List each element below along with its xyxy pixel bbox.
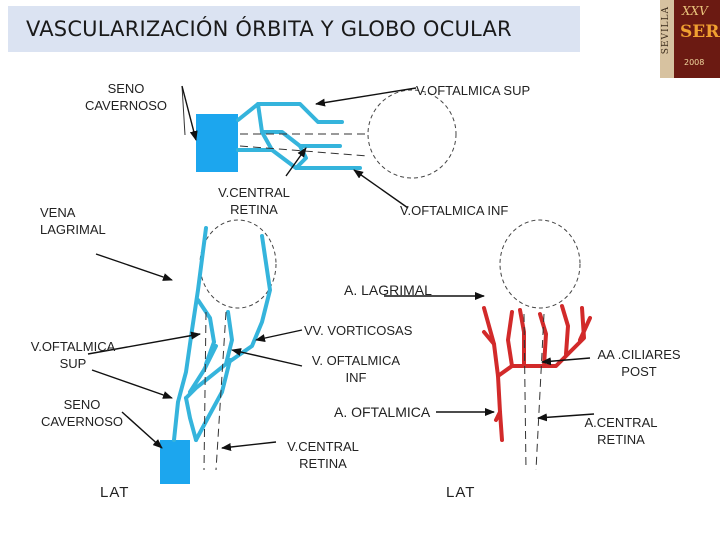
label-a-lagrimal: A. LAGRIMAL — [344, 282, 432, 298]
left-diagram — [87, 219, 303, 484]
label-lat-right: LAT — [446, 484, 476, 501]
right-diagram — [384, 219, 595, 471]
label-a-central-retina: A.CENTRAL RETINA — [584, 415, 658, 447]
label-vv-vorticosas: VV. VORTICOSAS — [304, 323, 413, 338]
logo-main-text: SERAM — [680, 22, 720, 42]
label-v-central-retina-top: V.CENTRAL RETINA — [218, 185, 290, 217]
label-seno-cavernoso-top: SENO CAVERNOSO — [84, 81, 168, 113]
label-seno-cavernoso-bottom: SENO CAVERNOSO — [40, 397, 124, 429]
right-globe — [499, 219, 581, 309]
label-v-central-retina-bottom: V.CENTRAL RETINA — [287, 439, 359, 471]
label-v-oftalmica-inf-bottom: V. OFTALMICA INF — [311, 353, 401, 385]
label-aa-ciliares-post: AA .CILIARES POST — [597, 347, 681, 379]
logo-top-text: XXV — [682, 4, 708, 18]
right-optic-nerve — [523, 313, 545, 471]
label-lat-left: LAT — [100, 484, 130, 501]
label-v-oftalmica-inf-top: V.OFTALMICA INF — [400, 203, 509, 218]
left-sinus — [160, 440, 190, 484]
right-arteries — [482, 304, 592, 442]
label-a-oftalmica: A. OFTALMICA — [334, 404, 431, 420]
top-globe — [367, 89, 457, 179]
top-diagram — [181, 85, 457, 209]
logo-year: 2008 — [684, 58, 705, 67]
page-title: VASCULARIZACIÓN ÓRBITA Y GLOBO OCULAR — [26, 17, 512, 41]
label-v-oftalmica-sup-top: V.OFTALMICA SUP — [416, 83, 531, 98]
title-bar: VASCULARIZACIÓN ÓRBITA Y GLOBO OCULAR — [8, 6, 580, 52]
top-optic-nerve — [239, 133, 369, 157]
label-v-oftalmica-sup-bottom: V.OFTALMICA SUP — [30, 339, 116, 371]
label-vena-lagrimal: VENA LAGRIMAL — [40, 205, 106, 237]
left-veins — [172, 226, 272, 442]
top-sinus — [196, 114, 238, 172]
congress-logo: SEVILLA XXV SERAM 2008 — [660, 0, 720, 78]
left-optic-nerve — [203, 311, 227, 471]
logo-band — [660, 0, 674, 78]
